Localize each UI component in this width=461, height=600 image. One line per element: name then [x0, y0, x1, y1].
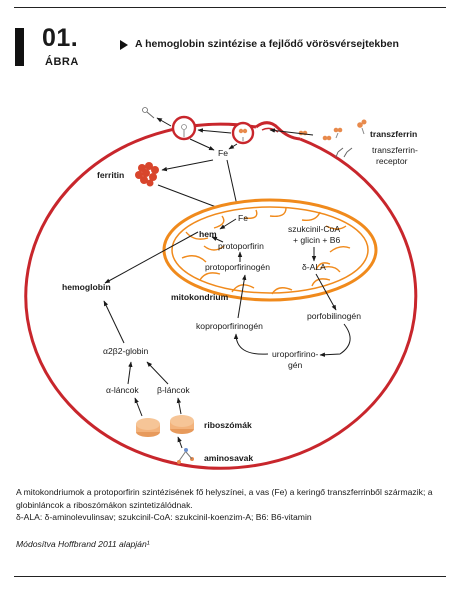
arrow-icon [177, 436, 183, 449]
label-hem: hem [199, 229, 217, 239]
arrow-icon [319, 323, 351, 357]
label-receptor-line2: receptor [376, 156, 408, 166]
arrow-icon [211, 236, 224, 243]
ribosome-icon [170, 415, 194, 434]
arrow-icon [233, 333, 269, 355]
ribosome-icon [136, 418, 160, 437]
receptor-icon [142, 107, 155, 119]
label-uroporfirinogen-line2: gén [288, 360, 303, 370]
label-ribosomes: riboszómák [204, 420, 252, 430]
figure-number: 01. [42, 24, 79, 52]
label-hemoglobin: hemoglobin [62, 282, 111, 292]
label-globin: α2β2-globin [103, 346, 148, 356]
arrow-icon [269, 128, 314, 136]
label-alpha-chains: α-láncok [106, 385, 139, 395]
arrow-icon [104, 231, 199, 284]
arrow-icon [161, 159, 214, 172]
title-arrow-icon [120, 40, 128, 50]
figure-marker-bar [15, 28, 24, 66]
label-mitokondrium: mitokondrium [171, 292, 229, 302]
label-fe-top: Fe [218, 148, 228, 158]
figure-title: A hemoglobin szintézise a fejlődő vörösv… [135, 38, 399, 50]
label-glicin: + glicin + B6 [293, 235, 341, 245]
label-beta-chains: β-láncok [157, 385, 190, 395]
arrow-icon [146, 361, 169, 385]
label-porfobilinogen: porfobilinogén [307, 311, 361, 321]
label-transferrin: transzferrin [370, 129, 417, 139]
transferrin-molecule-icon [238, 128, 248, 141]
label-protoporfirinogen: protoporfirinogén [205, 262, 270, 272]
cell-membrane [24, 122, 418, 470]
arrow-icon [237, 274, 247, 319]
label-ferritin: ferritin [97, 170, 124, 180]
label-receptor-line1: transzferrin- [372, 145, 418, 155]
arrow-icon [176, 397, 182, 415]
caption-line1: A mitokondriumok a protoporfirin szintéz… [16, 487, 433, 510]
arrow-icon [103, 300, 125, 344]
transferrin-molecule-icon [333, 127, 343, 139]
figure-label: ÁBRA [45, 56, 79, 68]
top-rule [14, 7, 446, 8]
label-ala: δ-ALA [302, 262, 326, 272]
endosome-vesicle [231, 121, 255, 145]
receptor-icon [335, 147, 344, 158]
arrow-icon [315, 273, 337, 311]
arrow-icon [197, 128, 232, 134]
figure-source: Módosítva Hoffbrand 2011 alapján¹ [16, 539, 150, 549]
arrow-icon [127, 361, 133, 385]
label-szukcinil: szukcinil-CoA [288, 224, 340, 234]
mitochondrion [162, 198, 378, 302]
label-fe-mito: Fe [238, 213, 248, 223]
arrow-icon [228, 143, 238, 150]
arrow-icon [219, 218, 237, 230]
membrane-pit [255, 121, 301, 141]
receptor-icon [343, 147, 353, 158]
receptor-icon [181, 124, 187, 137]
arrow-icon [134, 397, 143, 417]
arrow-icon [156, 117, 172, 127]
label-uroporfirinogen-line1: uroporfirino- [272, 349, 318, 359]
hemoglobin-synthesis-diagram: Fe ferritin transzferrin transzferrin- r… [24, 107, 418, 470]
arrow-icon [189, 138, 215, 151]
label-koproporfirinogen: koproporfirinogén [196, 321, 263, 331]
label-amino-acids: aminosavak [204, 453, 253, 463]
amino-acid-icon [177, 448, 194, 464]
ferritin-cluster-icon [135, 162, 159, 187]
figure-caption: A mitokondriumok a protoporfirin szintéz… [16, 486, 448, 524]
transferrin-molecule-icon [357, 119, 367, 135]
caption-line2: δ-ALA: δ-aminolevulinsav; szukcinil-CoA:… [16, 512, 312, 522]
bottom-rule [14, 576, 446, 577]
label-protoporfirin: protoporfirin [218, 241, 264, 251]
transferrin-molecule-icon [322, 135, 332, 141]
